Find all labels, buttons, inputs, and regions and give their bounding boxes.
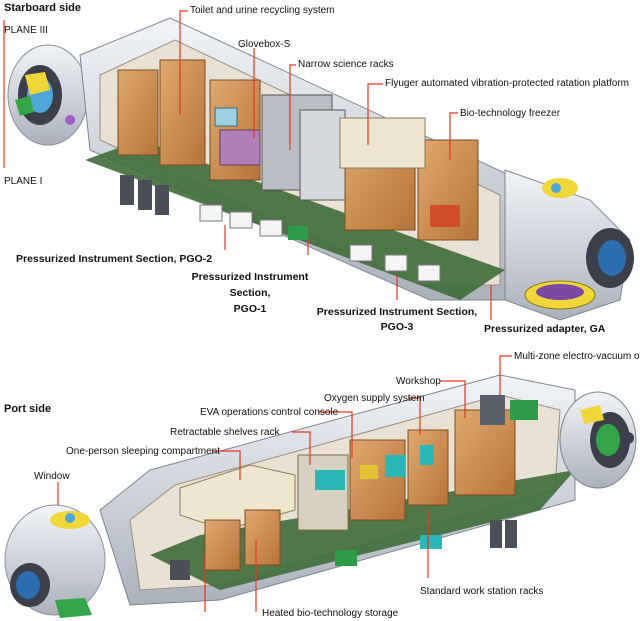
label-pgo1-line2: Section,	[230, 287, 271, 299]
label-sleeping: One-person sleeping compartment	[66, 446, 220, 457]
label-toilet: Toilet and urine recycling system	[190, 5, 335, 16]
port-underfloor-equipment	[170, 520, 517, 580]
port-racks	[204, 395, 538, 571]
port-left-hatch	[4, 504, 106, 618]
starboard-right-adapter	[504, 169, 634, 321]
label-pgo2: Pressurized Instrument Section, PGO-2	[16, 253, 212, 265]
starboard-left-hatch	[7, 44, 89, 146]
port-side-title: Port side	[4, 403, 51, 415]
label-narrow-racks: Narrow science racks	[298, 59, 394, 70]
leader-lines	[3, 10, 512, 612]
port-right-hatch	[559, 391, 637, 489]
label-glovebox: Glovebox-S	[238, 39, 291, 50]
label-eva: EVA operations control console	[200, 407, 339, 418]
starboard-module-illustration	[7, 17, 634, 321]
label-pgo1-line3: PGO-1	[234, 303, 267, 315]
label-workshop: Workshop	[396, 376, 441, 387]
label-workstation: Standard work station racks	[420, 586, 543, 597]
label-pgo3-line2: PGO-3	[381, 321, 414, 333]
label-pgo3-line1: Pressurized Instrument Section,	[317, 306, 478, 318]
label-freezer: Bio-technology freezer	[460, 108, 561, 119]
plane-iii-label: PLANE III	[4, 25, 48, 36]
starboard-side-title: Starboard side	[4, 2, 81, 14]
label-pgo1-line1: Pressurized Instrument	[192, 271, 309, 283]
starboard-racks	[117, 59, 479, 241]
label-flyuger: Flyuger automated vibration-protected ra…	[385, 78, 629, 89]
label-heated-storage: Heated bio-technology storage	[262, 608, 399, 619]
label-shelves: Retractable shelves rack	[170, 427, 280, 438]
port-module-illustration	[4, 374, 637, 618]
label-oven: Multi-zone electro-vacuum oven	[514, 351, 640, 362]
plane-i-label: PLANE I	[4, 176, 42, 187]
label-adapter: Pressurized adapter, GA	[484, 323, 606, 335]
label-oxygen: Oxygen supply system	[324, 393, 425, 404]
starboard-underfloor-equipment	[120, 175, 441, 282]
label-window: Window	[34, 471, 70, 482]
